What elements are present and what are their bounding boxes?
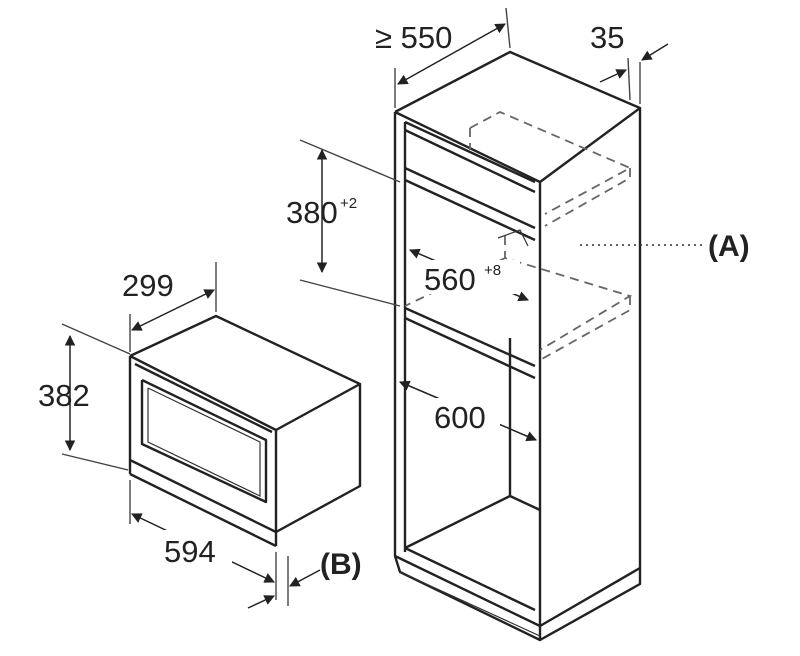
dimension-b: (B)	[247, 548, 362, 609]
label-a: (A)	[708, 230, 750, 263]
label-niche-height: 380	[286, 195, 338, 230]
label-depth-cabinet: ≥ 550	[375, 20, 452, 55]
dimension-appliance-depth: 299	[122, 262, 217, 352]
label-cabinet-width: 600	[434, 400, 486, 435]
dimension-niche-width: 560 +8	[409, 248, 529, 302]
built-in-appliance	[128, 314, 362, 548]
label-appliance-width: 594	[164, 534, 216, 569]
dimension-depth-cabinet: ≥ 550	[375, 7, 511, 108]
label-appliance-depth: 299	[122, 268, 174, 303]
dimension-appliance-width: 594	[129, 480, 277, 600]
tall-cabinet	[393, 50, 642, 642]
dimension-niche-height: 380 +2	[286, 139, 401, 307]
callout-a: (A)	[580, 230, 750, 263]
label-niche-width: 560	[424, 262, 476, 297]
label-b: (B)	[320, 548, 362, 581]
label-niche-height-tolerance: +2	[340, 195, 357, 212]
dimension-side-gap: 35	[590, 20, 669, 104]
label-side-gap: 35	[590, 20, 624, 55]
dimension-appliance-height: 382	[38, 323, 131, 471]
dimension-cabinet-width: 600	[399, 380, 537, 442]
label-appliance-height: 382	[38, 378, 90, 413]
label-niche-width-tolerance: +8	[484, 262, 501, 279]
